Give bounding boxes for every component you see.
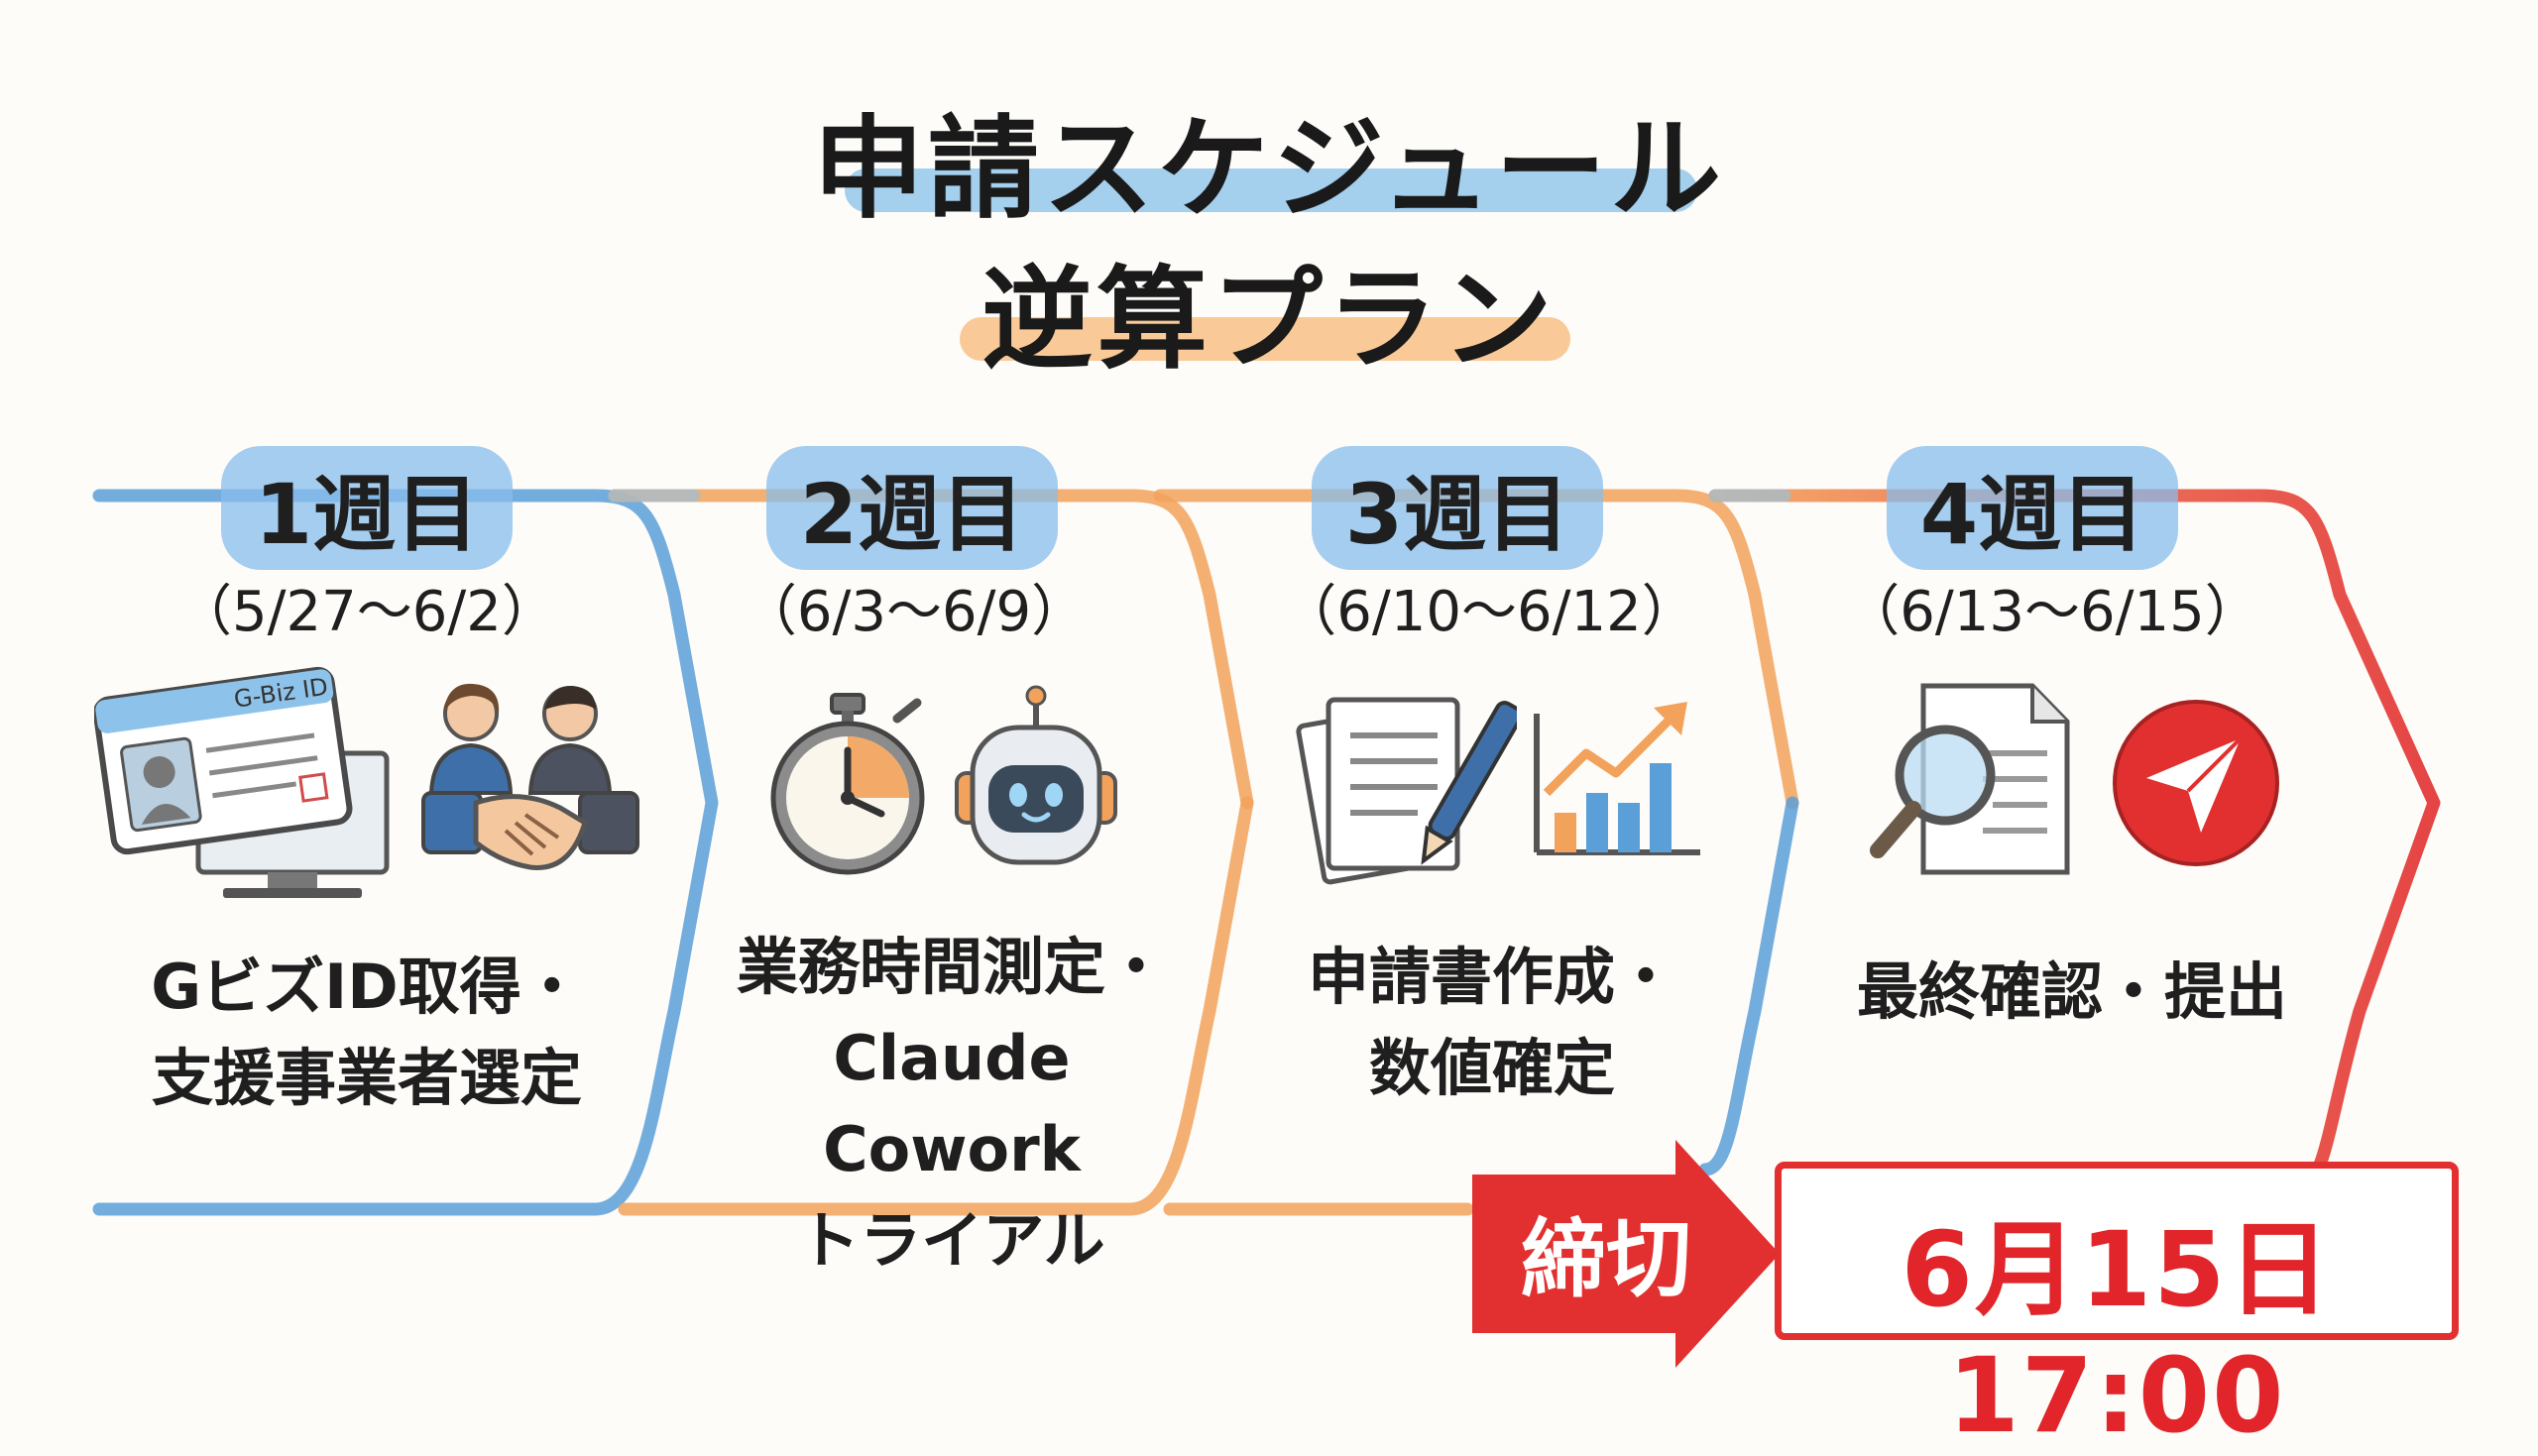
robot-icon bbox=[955, 685, 1117, 865]
week-1-task-line-1: GビズID取得・ bbox=[151, 951, 583, 1023]
week-2-task: 業務時間測定・ Claude Cowork トライアル bbox=[694, 922, 1210, 1287]
chevron-week-4 bbox=[1708, 489, 2441, 1172]
week-2-task-line-3: トライアル bbox=[798, 1204, 1105, 1277]
week-1-task: GビズID取得・ 支援事業者選定 bbox=[59, 942, 674, 1124]
handshake-icon bbox=[421, 683, 639, 870]
week-1-label: 1週目 bbox=[178, 446, 555, 570]
chevron-week-2-bottom bbox=[618, 796, 1254, 1216]
deadline-box bbox=[1775, 1162, 2459, 1340]
documents-pen-icon bbox=[1296, 697, 1517, 885]
week-1-task-line-2: 支援事業者選定 bbox=[151, 1042, 582, 1114]
schedule-flow-chevrons bbox=[92, 489, 2441, 1216]
deadline-value: 6月15日17:00 bbox=[1901, 1209, 2333, 1456]
week-2-task-line-2: Claude Cowork bbox=[823, 1022, 1081, 1185]
week-3-task-line-1: 申請書作成・ bbox=[1307, 941, 1676, 1013]
chevron-week-2-top bbox=[608, 489, 1254, 810]
growth-chart-icon bbox=[1534, 702, 1700, 855]
week-4-task-line-1: 最終確認・提出 bbox=[1856, 955, 2287, 1028]
week-4-range: （6/13〜6/15） bbox=[1844, 580, 2260, 644]
week-1-range: （5/27〜6/2） bbox=[176, 580, 557, 644]
title-highlight-blue bbox=[845, 168, 1697, 212]
week-3-task: 申請書作成・ 数値確定 bbox=[1244, 932, 1740, 1114]
title-highlight-orange bbox=[960, 317, 1570, 361]
week-3-range: （6/10〜6/12） bbox=[1281, 580, 1697, 644]
week-2-task-line-1: 業務時間測定・ bbox=[736, 931, 1167, 1003]
week-2-label: 2週目 bbox=[724, 446, 1100, 570]
week-4-label: 4週目 bbox=[1844, 446, 2221, 570]
chevron-week-1 bbox=[92, 489, 719, 1216]
chevron-week-3-top bbox=[1153, 489, 1799, 810]
week-4-task: 最終確認・提出 bbox=[1794, 947, 2350, 1038]
week-2-range: （6/3〜6/9） bbox=[741, 580, 1088, 644]
title-line-2: 逆算プラン bbox=[981, 256, 1557, 385]
stopwatch-icon bbox=[770, 693, 925, 875]
week-3-label: 3週目 bbox=[1269, 446, 1646, 570]
week-3-task-line-2: 数値確定 bbox=[1368, 1032, 1615, 1104]
chevron-week-3-bottom bbox=[1698, 796, 1799, 1176]
send-icon bbox=[2113, 700, 2279, 866]
deadline-label: 締切 bbox=[1521, 1210, 1691, 1309]
title-line-1: 申請スケジュール bbox=[812, 105, 1726, 234]
deadline-arrow bbox=[1472, 1140, 1780, 1368]
magnifier-document-icon bbox=[1870, 683, 2070, 875]
gbiz-id-card-icon: G-Biz ID bbox=[94, 666, 390, 898]
